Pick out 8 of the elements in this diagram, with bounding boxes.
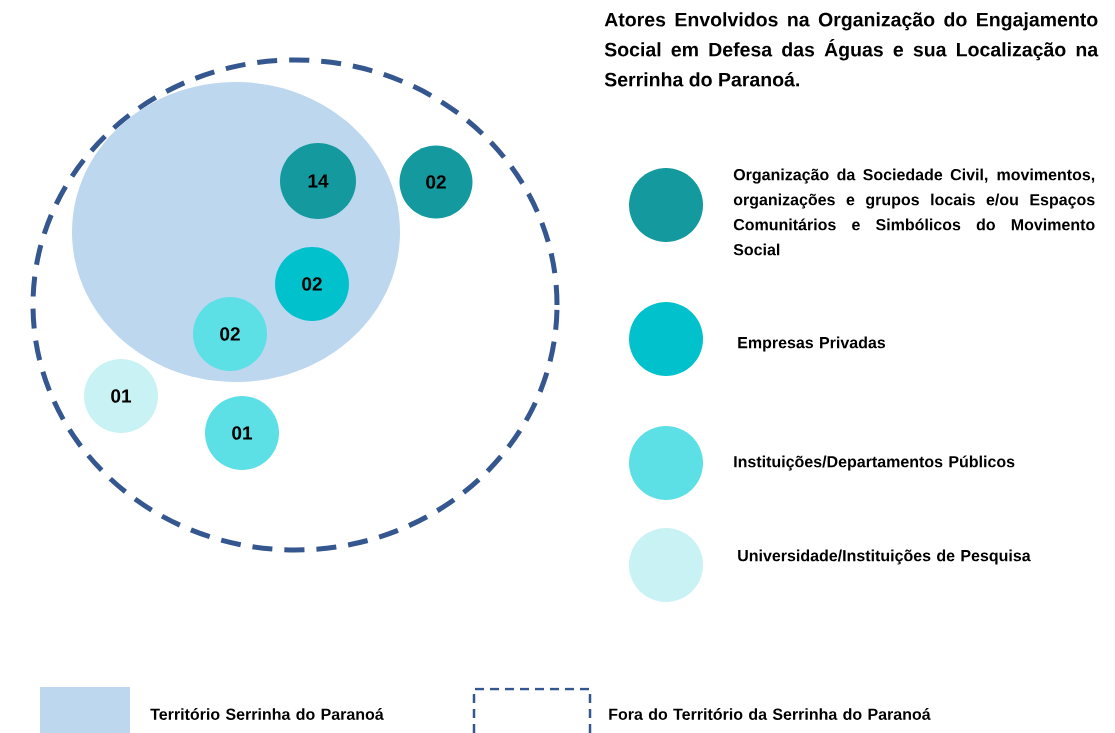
legend-label: Fora do Território da Serrinha do Paranoá — [609, 708, 931, 720]
legend-label: Instituições/Departamentos Públicos — [734, 455, 1015, 471]
legend-label: Organização da Sociedade Civil, movimentos, organizações e grupos locais e/ou Espaços Comunitários e Simbólicos do Movimento Social — [733, 168, 1095, 256]
dashed-boundary-ellipse — [30, 57, 560, 553]
legend-label: Universidade/Instituições de Pesquisa — [738, 549, 1031, 565]
title: Atores Envolvidos na Organização do Engajamento Social em Defesa das Águas e sua Localização na Serrinha do Paranoá. — [604, 12, 1099, 87]
legend-label: Empresas Privadas — [738, 336, 886, 352]
legend-label: Território Serrinha do Paranoá — [150, 708, 384, 720]
